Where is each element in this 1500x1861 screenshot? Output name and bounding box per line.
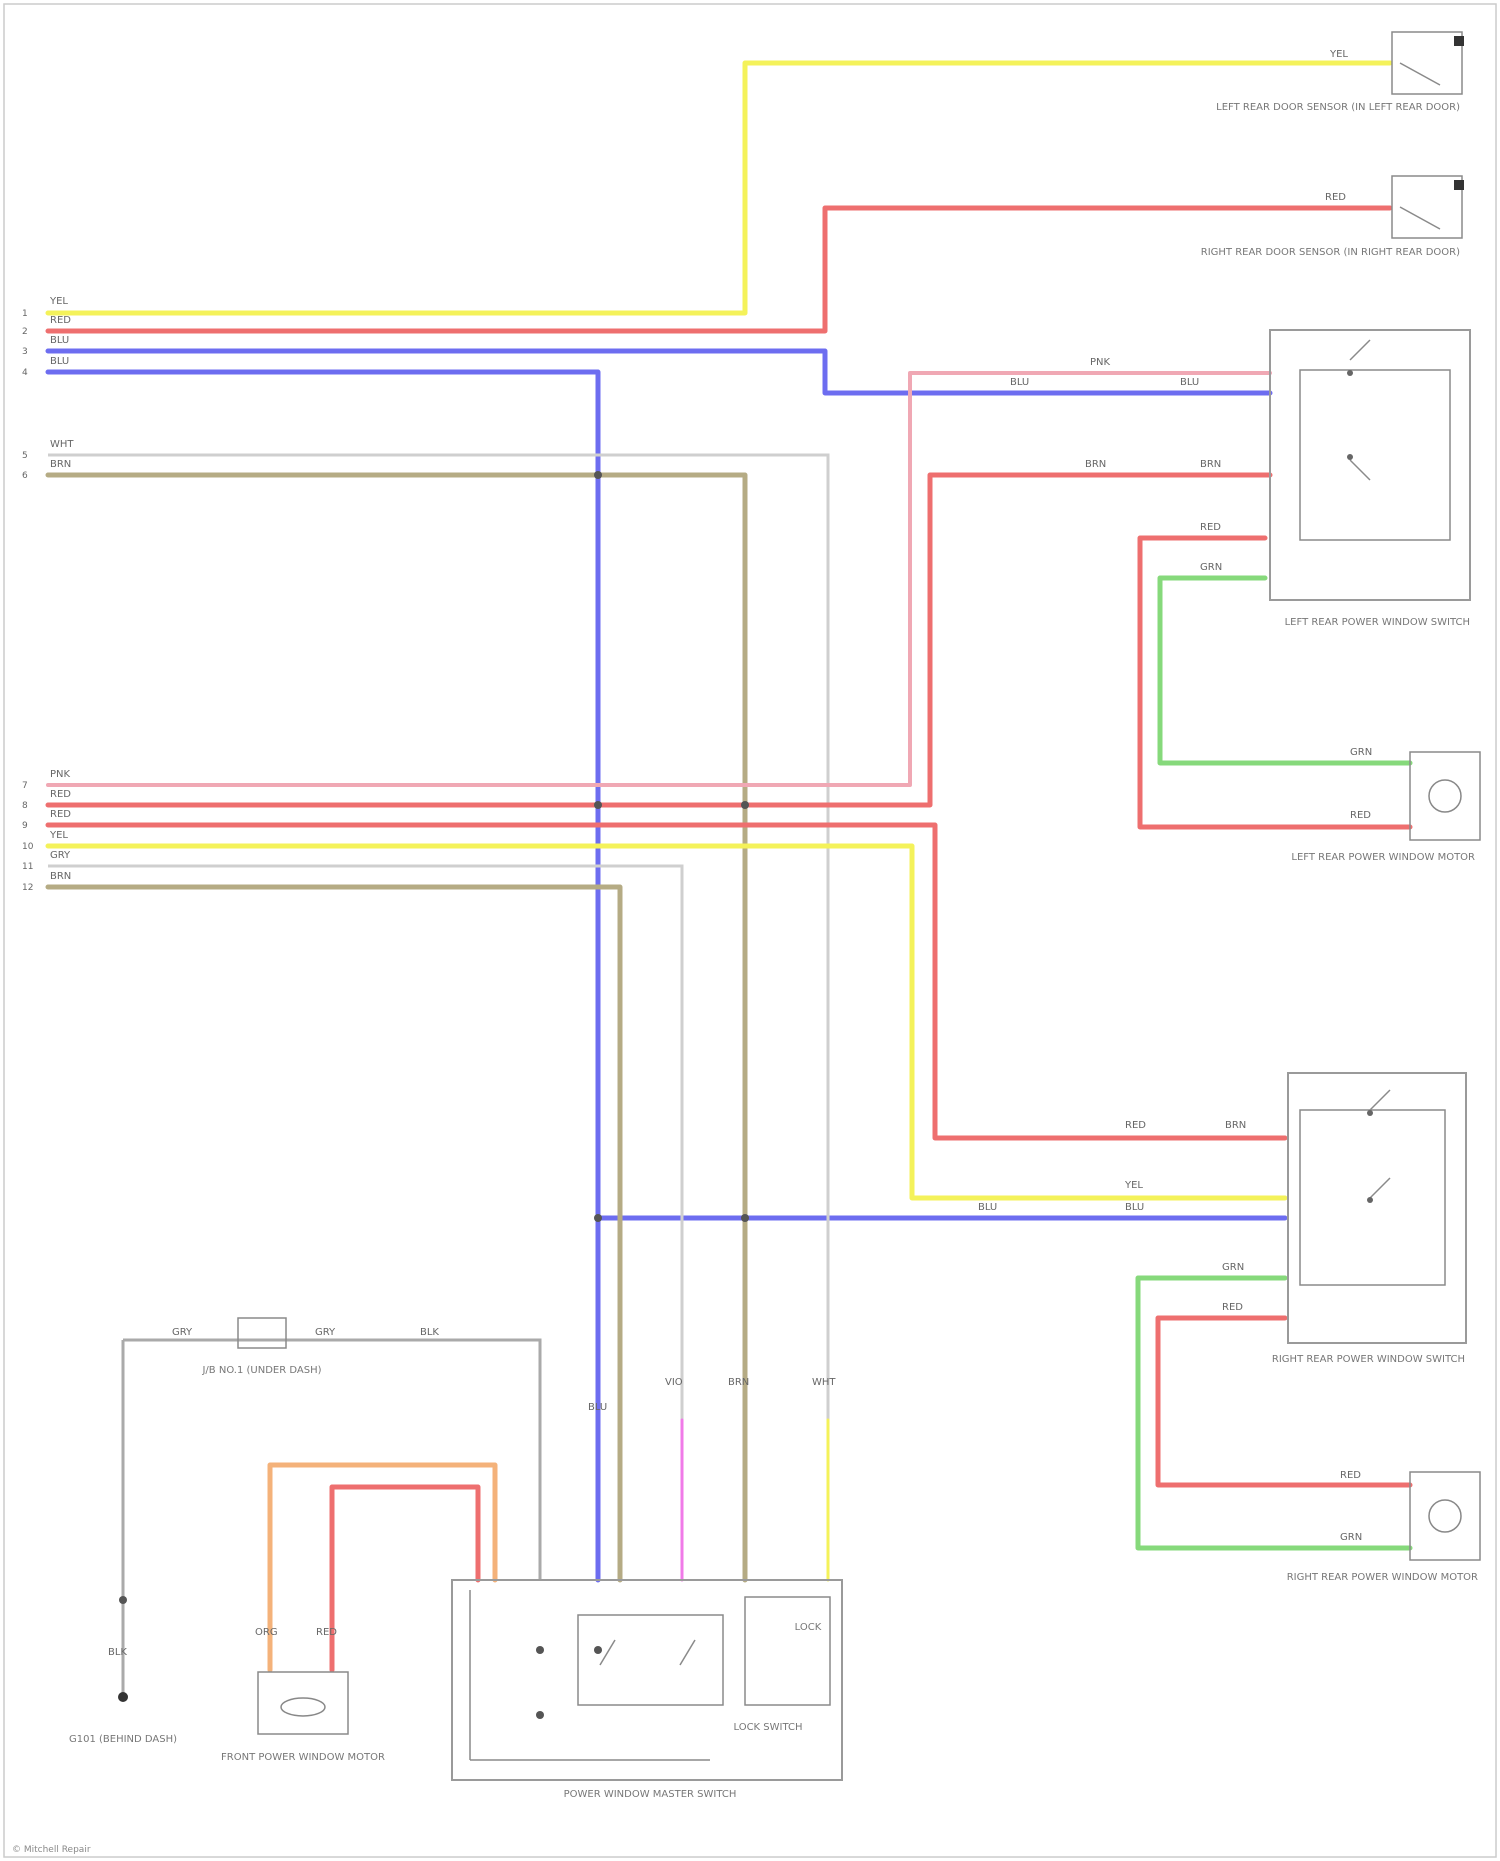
wire-color-label: BLU (1010, 377, 1029, 388)
wire-color-label: PNK (50, 769, 71, 780)
component-label: RIGHT REAR DOOR SENSOR (IN RIGHT REAR DO… (1201, 247, 1460, 258)
component-label: RIGHT REAR POWER WINDOW MOTOR (1287, 1572, 1478, 1583)
wire-color-label: RED (1340, 1470, 1361, 1481)
wire-color-label: RED (1350, 810, 1371, 821)
wire-color-label: GRN (1222, 1262, 1244, 1273)
pin-number: 3 (22, 347, 28, 357)
pin-number: 11 (22, 862, 33, 872)
pin-number: 9 (22, 821, 28, 831)
lock-label: LOCK (795, 1622, 822, 1633)
wire-color-label: BLK (420, 1327, 439, 1338)
pin-number: 5 (22, 451, 28, 461)
wire-color-label: RED (1325, 192, 1346, 203)
pin-number: 7 (22, 781, 28, 791)
pin-number: 8 (22, 801, 28, 811)
wire-color-label: YEL (1329, 49, 1348, 60)
wire-orange-front-motor (270, 1465, 495, 1670)
wire-color-label: GRY (315, 1327, 336, 1338)
wire-color-label: YEL (49, 296, 68, 307)
wire-grey (48, 866, 682, 1580)
wire-color-label: BLU (588, 1402, 607, 1413)
wire-red-right-switch (48, 825, 1285, 1138)
wire-yellow-upper (48, 63, 1390, 313)
component-label: J/B NO.1 (UNDER DASH) (201, 1365, 321, 1376)
component-label: LEFT REAR POWER WINDOW MOTOR (1291, 852, 1475, 863)
wire-green-left-motor (1160, 578, 1410, 763)
wire-brown (48, 475, 745, 1580)
footer-copyright: © Mitchell Repair (12, 1845, 91, 1855)
wire-color-label: BLU (978, 1202, 997, 1213)
lock-switch-label: LOCK SWITCH (733, 1722, 802, 1733)
pin-number: 4 (22, 368, 28, 378)
left-connector-upper: 1 2 3 4 YEL RED BLU BLU (22, 296, 71, 378)
wire-color-label: BRN (1225, 1120, 1246, 1131)
wire-blue-master (48, 372, 1285, 1218)
wire-color-label: BLU (50, 335, 69, 346)
wire-color-label: YEL (49, 830, 68, 841)
left-upper-sensor: YEL LEFT REAR DOOR SENSOR (IN LEFT REAR … (1216, 32, 1464, 113)
wire-color-label: ORG (255, 1627, 278, 1638)
right-upper-sensor: RED RIGHT REAR DOOR SENSOR (IN RIGHT REA… (1201, 176, 1464, 258)
wire-color-label: BLK (108, 1647, 127, 1658)
wire-tan (48, 887, 620, 1580)
component-label: LEFT REAR POWER WINDOW SWITCH (1285, 617, 1470, 628)
wire-color-label: BRN (1085, 459, 1106, 470)
wire-color-label: BLU (1125, 1202, 1144, 1213)
wire-color-label: RED (50, 789, 71, 800)
pin-number: 10 (22, 842, 34, 852)
wire-color-label: RED (1222, 1302, 1243, 1313)
wire-color-label: GRY (50, 850, 71, 861)
wire-color-label: YEL (1124, 1180, 1143, 1191)
wire-white (48, 455, 828, 1580)
junction-block: GRY GRY BLK J/B NO.1 (UNDER DASH) (172, 1318, 439, 1376)
wire-color-label: BRN (50, 871, 71, 882)
wire-color-label: WHT (812, 1377, 836, 1388)
component-label: RIGHT REAR POWER WINDOW SWITCH (1272, 1354, 1465, 1365)
wire-color-label: WHT (50, 439, 74, 450)
pin-number: 1 (22, 309, 28, 319)
wire-color-label: BRN (728, 1377, 749, 1388)
wire-red-front-motor (332, 1487, 478, 1670)
wire-color-label: RED (50, 809, 71, 820)
wire-red-left-motor (1140, 538, 1410, 827)
left-connector-lower: 7 8 9 10 11 12 PNK RED RED YEL GRY BRN (22, 769, 71, 893)
master-switch: LOCK SWITCH LOCK POWER WINDOW MASTER SWI… (452, 1377, 842, 1800)
front-window-motor: ORG RED FRONT POWER WINDOW MOTOR (221, 1627, 385, 1763)
pin-number: 12 (22, 883, 33, 893)
component-label: G101 (BEHIND DASH) (69, 1734, 177, 1745)
wire-color-label: RED (1200, 522, 1221, 533)
splice-dots (119, 471, 749, 1719)
wire-color-label: RED (316, 1627, 337, 1638)
wire-color-label: GRN (1200, 562, 1222, 573)
wire-color-label: BRN (1200, 459, 1221, 470)
pin-number: 2 (22, 327, 28, 337)
component-label: FRONT POWER WINDOW MOTOR (221, 1752, 385, 1763)
wire-color-label: VIO (665, 1377, 683, 1388)
wire-color-label: BLU (1180, 377, 1199, 388)
component-label: POWER WINDOW MASTER SWITCH (564, 1789, 737, 1800)
wire-color-label: BRN (50, 459, 71, 470)
wire-color-label: BLU (50, 356, 69, 367)
wire-color-label: RED (1125, 1120, 1146, 1131)
wire-pink (48, 373, 1270, 785)
wire-color-label: GRN (1350, 747, 1372, 758)
wire-color-label: GRN (1340, 1532, 1362, 1543)
wire-yellow-right-switch (48, 846, 1285, 1198)
wire-red-left-switch (48, 475, 1270, 805)
component-label: LEFT REAR DOOR SENSOR (IN LEFT REAR DOOR… (1216, 102, 1460, 113)
wire-color-label: RED (50, 315, 71, 326)
wire-color-label: PNK (1090, 357, 1111, 368)
wire-color-label: GRY (172, 1327, 193, 1338)
pin-number: 6 (22, 471, 28, 481)
